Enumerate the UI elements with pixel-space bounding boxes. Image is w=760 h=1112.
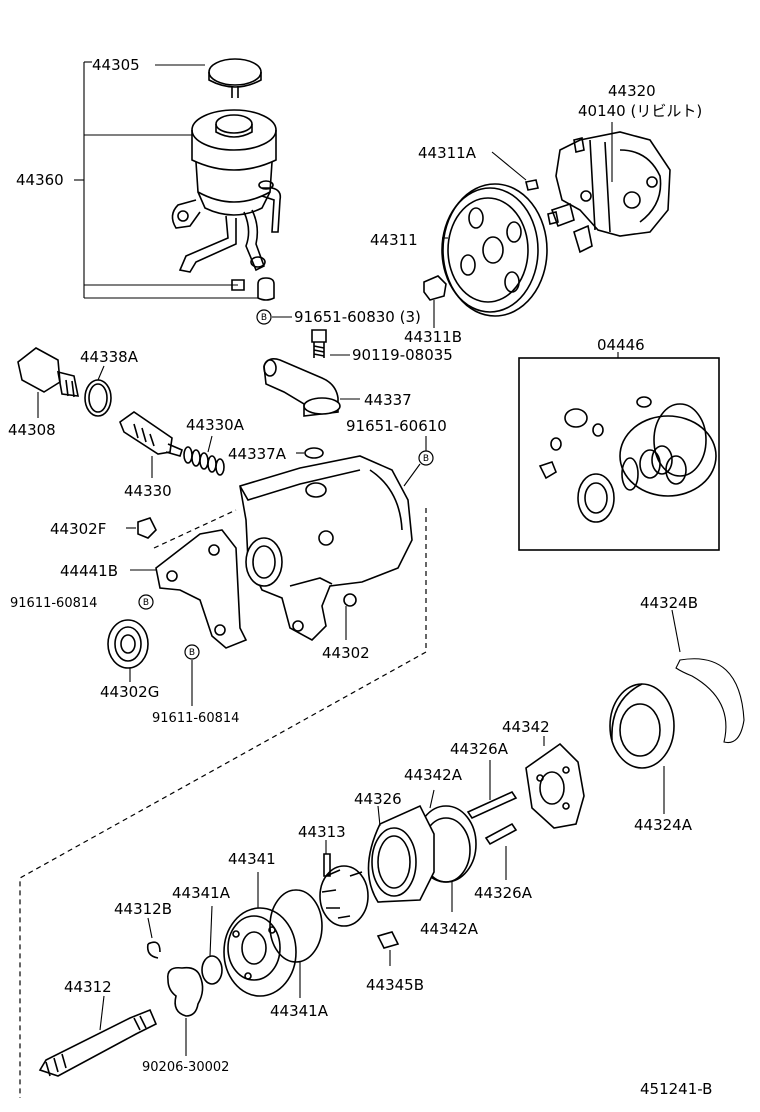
callout-44360: 44360 [16, 171, 64, 189]
callout-44320: 44320 [608, 82, 656, 100]
snap-ring-44312B [146, 941, 161, 959]
callout-dash [153, 509, 237, 549]
callout-44302F: 44302F [50, 520, 106, 538]
snap-ring-44324B [675, 658, 745, 744]
bearing-44302G [107, 619, 149, 669]
union-fitting [263, 358, 341, 417]
callout-44338A: 44338A [80, 348, 139, 366]
bolt-marker: B [184, 644, 200, 660]
bolt-marker-letter: B [143, 598, 149, 608]
cam-ring-44326 [367, 804, 435, 903]
o-ring-inner [88, 383, 108, 413]
callout-44326A-top: 44326A [450, 740, 509, 758]
callout-90119-08035: 90119-08035 [352, 346, 453, 364]
callout-44312: 44312 [64, 978, 112, 996]
pulley [441, 183, 548, 317]
bolt-marker: B [138, 594, 154, 610]
side-plate-44342 [525, 742, 585, 829]
valve-spring [183, 446, 225, 476]
callout-44324B: 44324B [640, 594, 698, 612]
callout-04446: 04446 [597, 336, 645, 354]
pulley-nut [423, 275, 447, 301]
reservoir-group [74, 58, 282, 301]
callout-40140: 40140 (リビルト) [578, 102, 702, 120]
callout-44341A-bot: 44341A [270, 1002, 329, 1020]
callout-44326A-bot: 44326A [474, 884, 533, 902]
bolt-marker-letter: B [423, 454, 429, 464]
pump-assembly [547, 122, 671, 254]
drive-shaft-44312 [38, 1008, 158, 1077]
callout-91651-60830: 91651-60830 (3) [294, 308, 421, 326]
reservoir-tank [171, 109, 282, 301]
callout-44302: 44302 [322, 644, 370, 662]
callout-44312B: 44312B [114, 900, 172, 918]
vane-44345B [376, 931, 400, 949]
callout-44311B: 44311B [404, 328, 462, 346]
bolt-marker-letter: B [261, 313, 267, 323]
callout-91611-60814-b: 91611-60814 [152, 711, 239, 726]
plug-44302F [137, 517, 157, 539]
union-bolt [311, 329, 327, 358]
callout-44345B: 44345B [366, 976, 424, 994]
dowel-pin-bottom [484, 822, 518, 846]
callout-44341: 44341 [228, 850, 276, 868]
seal-90206-30002 [166, 966, 204, 1017]
callout-44342A-top: 44342A [404, 766, 463, 784]
callout-44311: 44311 [370, 231, 418, 249]
o-ring-44337A [304, 447, 324, 459]
callout-44324A: 44324A [634, 816, 693, 834]
callout-44302G: 44302G [100, 683, 159, 701]
callout-44330A: 44330A [186, 416, 245, 434]
reservoir-cap [208, 58, 262, 98]
callout-44337: 44337 [364, 391, 412, 409]
bolt-marker: B [256, 309, 272, 325]
callout-44337A: 44337A [228, 445, 287, 463]
callout-44330: 44330 [124, 482, 172, 500]
flow-control-valve [119, 411, 183, 457]
callout-44311A: 44311A [418, 144, 477, 162]
pump-bracket [155, 529, 248, 649]
dowel-pin-top [466, 790, 518, 820]
callout-44342: 44342 [502, 718, 550, 736]
callout-44341A-top: 44341A [172, 884, 231, 902]
pressure-connector [17, 347, 80, 398]
gasket-44341A-large [269, 889, 323, 963]
gasket-kit-box [518, 352, 720, 551]
bolt-marker: B [418, 450, 434, 466]
o-ring-44341A-small [201, 955, 223, 985]
callout-44326: 44326 [354, 790, 402, 808]
figure-id: 451241-B [640, 1080, 712, 1098]
pump-housing [239, 455, 413, 641]
callout-90206-30002: 90206-30002 [142, 1060, 229, 1075]
bolt-marker-letter: B [189, 648, 195, 658]
callout-dash-outline [19, 508, 427, 1098]
callout-44308: 44308 [8, 421, 56, 439]
woodruff-key [525, 179, 539, 191]
callout-44342A-bot: 44342A [420, 920, 479, 938]
callout-44441B: 44441B [60, 562, 118, 580]
callout-44305: 44305 [92, 56, 140, 74]
callout-91611-60814-a: 91611-60814 [10, 596, 97, 611]
callout-44313: 44313 [298, 823, 346, 841]
rear-cover-44324A [609, 683, 675, 769]
rotor-44313 [319, 853, 369, 927]
callout-91651-60610: 91651-60610 [346, 417, 447, 435]
front-plate-44341 [223, 907, 297, 997]
